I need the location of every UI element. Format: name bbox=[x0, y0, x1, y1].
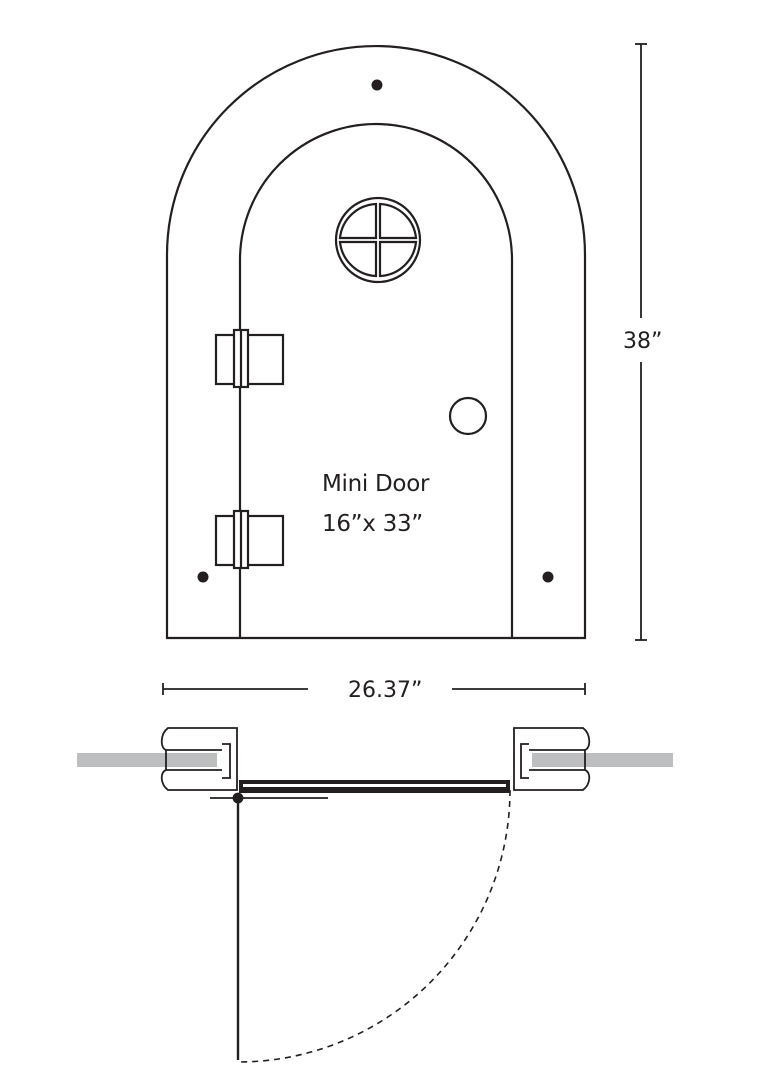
height-dimension-label: 38” bbox=[623, 329, 663, 354]
door-size-label: 16”x 33” bbox=[322, 511, 423, 537]
mounting-holes bbox=[197, 79, 554, 583]
upper-hinge bbox=[214, 328, 285, 389]
right-wall-section bbox=[532, 753, 673, 767]
door-swing-arc bbox=[237, 789, 511, 1063]
width-dimension-line bbox=[162, 683, 586, 695]
door-knob bbox=[448, 396, 488, 436]
width-dimension-label: 26.37” bbox=[348, 678, 423, 703]
mounting-hole-right bbox=[542, 571, 554, 583]
door-name-label: Mini Door bbox=[322, 471, 430, 497]
right-jamb-plan bbox=[513, 727, 591, 791]
height-dimension-line bbox=[635, 43, 647, 641]
mounting-hole-top bbox=[371, 79, 383, 91]
hinge-pivot-plan bbox=[210, 792, 328, 804]
inner-door-outline bbox=[238, 122, 514, 638]
left-wall-section bbox=[77, 753, 217, 767]
left-jamb-plan bbox=[160, 727, 238, 791]
round-window bbox=[334, 196, 422, 284]
lower-hinge bbox=[214, 509, 285, 570]
outer-frame-outline bbox=[165, 44, 587, 640]
door-slab-highlight bbox=[243, 784, 506, 787]
mounting-hole-left bbox=[197, 571, 209, 583]
